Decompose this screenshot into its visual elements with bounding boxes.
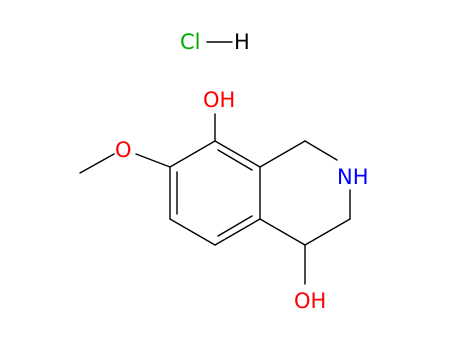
bond-c7-c8 — [169, 140, 216, 168]
atom-oh-bottom: OH — [294, 289, 326, 313]
atom-h: H — [234, 30, 250, 54]
atom-o-methoxy: O — [115, 138, 132, 162]
bond-o-ch3 — [79, 153, 115, 174]
bond-c3-c4 — [304, 218, 351, 246]
substituents — [79, 113, 306, 285]
double-bond-c4a-c5 — [217, 215, 253, 237]
hydrogen-chloride: Cl H — [180, 30, 250, 54]
bond-c1-n2 — [304, 140, 338, 161]
atom-nh: NH — [337, 165, 369, 189]
benzene-ring — [169, 140, 261, 246]
bond-c4-c4a — [259, 218, 306, 246]
piperidine-ring — [259, 140, 351, 246]
atom-oh-top: OH — [203, 88, 235, 112]
bond-c4a-c5 — [214, 218, 261, 246]
bond-c7-o — [135, 153, 171, 168]
double-bond-c8-c8a — [217, 149, 253, 171]
bond-c8a-c1 — [259, 140, 306, 168]
bond-c5-c6 — [169, 218, 216, 246]
bond-c8-c8a — [214, 140, 261, 168]
atom-cl: Cl — [180, 30, 201, 54]
